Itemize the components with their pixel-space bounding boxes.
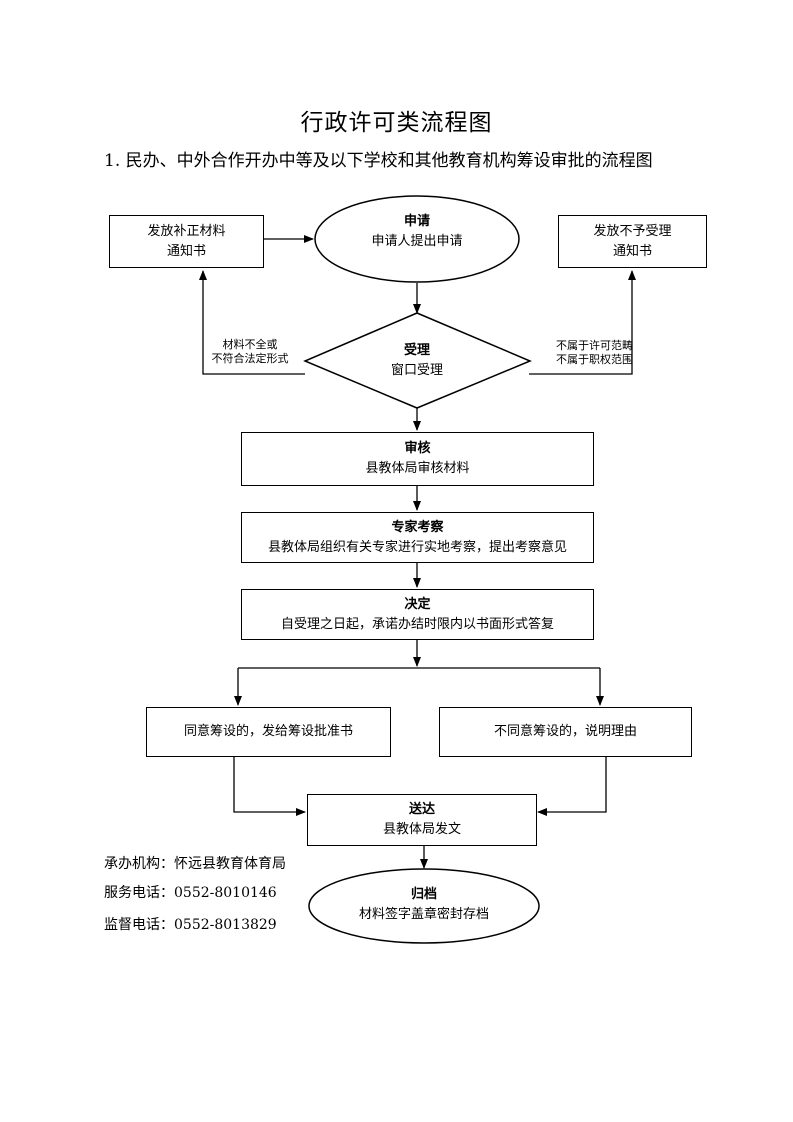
arrow-disapprove-to-deliver (537, 757, 607, 816)
accept-diamond (303, 312, 532, 409)
review-text: 县教体局审核材料 (365, 461, 470, 476)
condition-right-line1: 不属于许可范畴 (556, 339, 633, 352)
archive-ellipse (308, 868, 540, 944)
decision-text: 自受理之日起，承诺办结时限内以书面形式答复 (280, 616, 554, 632)
accept-title: 受理 (403, 343, 430, 358)
accept-text: 窗口受理 (390, 363, 443, 378)
expert-box: 专家考察 县教体局组织有关专家进行实地考察，提出考察意见 (241, 512, 594, 563)
agency-info: 承办机构：怀远县教育体育局 (104, 856, 286, 872)
supervise-phone: 监督电话：0552-8013829 (104, 917, 277, 933)
accept-node: 受理 窗口受理 (357, 341, 477, 381)
arrow-approve-to-deliver (233, 757, 306, 816)
condition-left: 材料不全或 不符合法定形式 (200, 338, 300, 366)
disapprove-box: 不同意筹设的，说明理由 (439, 707, 692, 757)
reject-notice-line1: 发放不予受理 (593, 223, 672, 239)
decision-title: 决定 (404, 596, 431, 612)
reject-notice-line2: 通知书 (612, 243, 652, 259)
archive-text: 材料签字盖章密封存档 (358, 907, 489, 922)
review-title: 审核 (404, 441, 431, 456)
review-box: 审核 县教体局审核材料 (241, 432, 594, 486)
disapprove-text: 不同意筹设的，说明理由 (493, 724, 637, 739)
approve-box: 同意筹设的，发给筹设批准书 (146, 707, 391, 757)
apply-text: 申请人提出申请 (371, 234, 463, 249)
condition-right: 不属于许可范畴 不属于职权范围 (533, 339, 633, 367)
archive-title: 归档 (410, 887, 437, 902)
supplement-notice-line1: 发放补正材料 (147, 223, 226, 239)
deliver-title: 送达 (408, 802, 435, 817)
decision-box: 决定 自受理之日起，承诺办结时限内以书面形式答复 (241, 589, 594, 640)
deliver-box: 送达 县教体局发文 (307, 794, 537, 846)
archive-node: 归档 材料签字盖章密封存档 (329, 885, 519, 925)
expert-text: 县教体局组织有关专家进行实地考察，提出考察意见 (267, 539, 567, 555)
deliver-text: 县教体局发文 (382, 822, 461, 837)
page-subtitle: 1. 民办、中外合作开办中等及以下学校和其他教育机构筹设审批的流程图 (104, 151, 653, 171)
expert-title: 专家考察 (391, 519, 444, 535)
condition-left-line1: 材料不全或 (222, 338, 278, 351)
page-title: 行政许可类流程图 (300, 110, 493, 136)
apply-node: 申请 申请人提出申请 (317, 212, 517, 252)
supplement-notice-box: 发放补正材料 通知书 (109, 215, 264, 268)
arrow-accept-to-reject (529, 270, 636, 375)
condition-left-line2: 不符合法定形式 (211, 352, 289, 365)
arrow-accept-to-supplement (199, 270, 305, 375)
apply-title: 申请 (403, 214, 430, 229)
condition-right-line2: 不属于职权范围 (556, 353, 633, 366)
service-phone: 服务电话：0552-8010146 (104, 885, 277, 901)
reject-notice-box: 发放不予受理 通知书 (558, 215, 707, 268)
approve-text: 同意筹设的，发给筹设批准书 (183, 724, 353, 739)
apply-ellipse (314, 195, 520, 283)
supplement-notice-line2: 通知书 (166, 243, 206, 259)
